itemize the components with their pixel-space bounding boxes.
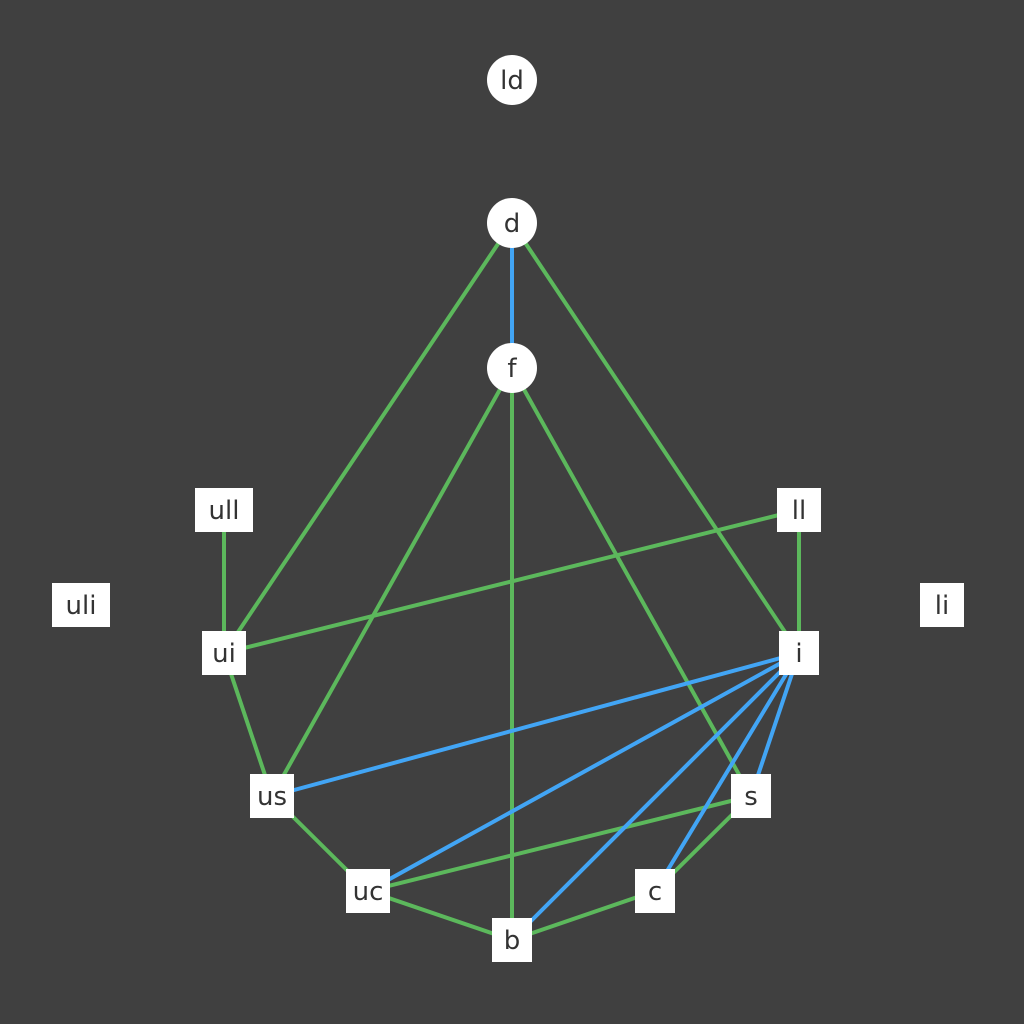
edge-f-s xyxy=(510,366,753,798)
node-uc: uc xyxy=(346,869,390,913)
node-shape-b xyxy=(492,918,532,962)
node-label-c: c xyxy=(648,877,662,907)
node-shape-ull xyxy=(195,488,253,532)
node-ld: ld xyxy=(487,55,537,105)
node-shape-us xyxy=(250,774,294,818)
node-label-s: s xyxy=(744,782,758,812)
node-label-ui: ui xyxy=(212,639,236,669)
node-c: c xyxy=(635,869,675,913)
node-label-d: d xyxy=(504,209,521,239)
edge-i-s xyxy=(749,651,801,798)
edge-i-c xyxy=(653,651,801,893)
node-i: i xyxy=(779,631,819,675)
node-shape-ui xyxy=(202,631,246,675)
node-label-uc: uc xyxy=(353,877,384,907)
nodes-layer: ld d f ull ll uli li ui i us s uc c b xyxy=(52,55,964,962)
edge-b-c xyxy=(510,889,657,942)
node-label-i: i xyxy=(795,639,802,669)
node-ull: ull xyxy=(195,488,253,532)
node-label-f: f xyxy=(507,354,517,384)
node-shape-li xyxy=(920,583,964,627)
node-us: us xyxy=(250,774,294,818)
edge-f-us xyxy=(270,366,514,798)
edge-d-i xyxy=(510,221,801,655)
node-shape-i xyxy=(779,631,819,675)
node-shape-f xyxy=(487,343,537,393)
node-shape-d xyxy=(487,198,537,248)
node-shape-c xyxy=(635,869,675,913)
node-d: d xyxy=(487,198,537,248)
edge-ui-us xyxy=(222,651,274,798)
node-shape-s xyxy=(731,774,771,818)
node-ll: ll xyxy=(777,488,821,532)
node-shape-ll xyxy=(777,488,821,532)
node-label-us: us xyxy=(257,782,287,812)
node-ui: ui xyxy=(202,631,246,675)
edges-layer xyxy=(222,221,801,942)
node-b: b xyxy=(492,918,532,962)
edge-uc-b xyxy=(366,889,514,942)
edge-i-uc xyxy=(366,651,801,893)
node-uli: uli xyxy=(52,583,110,627)
node-label-li: li xyxy=(935,591,949,621)
node-label-ll: ll xyxy=(792,496,806,526)
node-shape-ld xyxy=(487,55,537,105)
node-shape-uc xyxy=(346,869,390,913)
node-li: li xyxy=(920,583,964,627)
edge-i-b xyxy=(510,651,801,942)
edge-ll-ui xyxy=(222,508,801,655)
node-shape-uli xyxy=(52,583,110,627)
node-f: f xyxy=(487,343,537,393)
edge-uc-s xyxy=(366,794,753,893)
node-label-ld: ld xyxy=(500,66,524,96)
node-s: s xyxy=(731,774,771,818)
node-label-uli: uli xyxy=(66,591,97,621)
node-label-ull: ull xyxy=(209,496,240,526)
edge-d-ui xyxy=(222,221,514,655)
edge-i-us xyxy=(270,651,801,798)
node-label-b: b xyxy=(504,926,521,956)
